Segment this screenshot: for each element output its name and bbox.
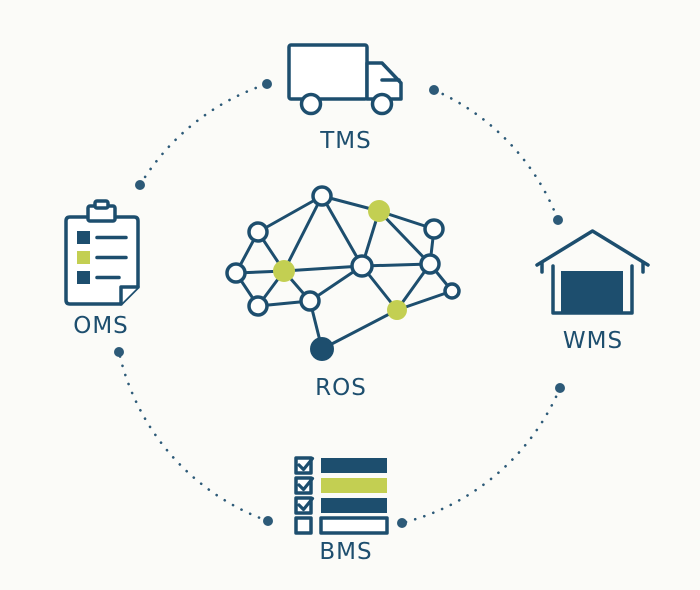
clipboard-icon: [64, 199, 140, 306]
network-node: [299, 290, 321, 312]
network-node-stem: [310, 337, 334, 361]
network-node: [311, 185, 333, 207]
network-node: [423, 218, 445, 240]
checkbox-4: [294, 516, 313, 535]
network-node-accent: [387, 300, 407, 320]
checkmark-1: [297, 456, 315, 472]
ring-arc-right-bottom: [400, 386, 562, 525]
connector-dot: [114, 347, 124, 357]
network-node: [419, 253, 441, 275]
network-node: [350, 254, 374, 278]
connector-dot: [429, 85, 439, 95]
network-node: [443, 282, 461, 300]
connector-dot: [555, 383, 565, 393]
truck-icon: [287, 43, 403, 116]
truck-rear-wheel: [299, 92, 323, 116]
checklist-icon: [294, 456, 389, 535]
ring-arc-bottom-left: [117, 350, 270, 523]
warehouse-icon: [535, 229, 650, 315]
brain-network-icon: [225, 185, 461, 361]
ring-arc-top-right: [432, 88, 560, 222]
connector-dot: [553, 215, 563, 225]
network-node-accent: [273, 260, 295, 282]
clipboard-bullet-3: [77, 271, 90, 284]
brain-network-edges: [234, 194, 454, 351]
label-ros: ROS: [315, 375, 367, 401]
warehouse-door: [561, 271, 623, 313]
clipboard-clip-tab: [93, 199, 110, 210]
ring-arc-left-top: [138, 82, 269, 187]
label-oms: OMS: [73, 313, 129, 339]
label-bms: BMS: [319, 539, 373, 565]
network-node-accent: [368, 200, 390, 222]
checkmark-3: [297, 496, 315, 512]
checkbox-2: [294, 476, 313, 495]
connector-dot: [262, 79, 272, 89]
clipboard-bullet-2: [77, 251, 90, 264]
checkmark-2: [297, 476, 315, 492]
checkbox-1: [294, 456, 313, 475]
connector-dot: [135, 180, 145, 190]
check-bar-2: [321, 478, 387, 493]
network-node: [247, 221, 269, 243]
label-wms: WMS: [562, 328, 624, 354]
check-bar-3: [321, 498, 387, 513]
warehouse-roof: [535, 229, 650, 267]
check-bar-1: [321, 458, 387, 473]
checkbox-3: [294, 496, 313, 515]
clipboard-bullet-1: [77, 231, 90, 244]
network-node: [225, 262, 247, 284]
truck-front-wheel: [370, 92, 394, 116]
check-bar-4: [319, 516, 389, 535]
connector-dot: [263, 516, 273, 526]
truck-cargo-box: [287, 43, 369, 101]
connector-dot: [397, 518, 407, 528]
dotted-ring: [114, 79, 565, 528]
network-node: [247, 295, 269, 317]
clipboard-corner-fold: [119, 285, 140, 306]
label-tms: TMS: [320, 128, 372, 154]
